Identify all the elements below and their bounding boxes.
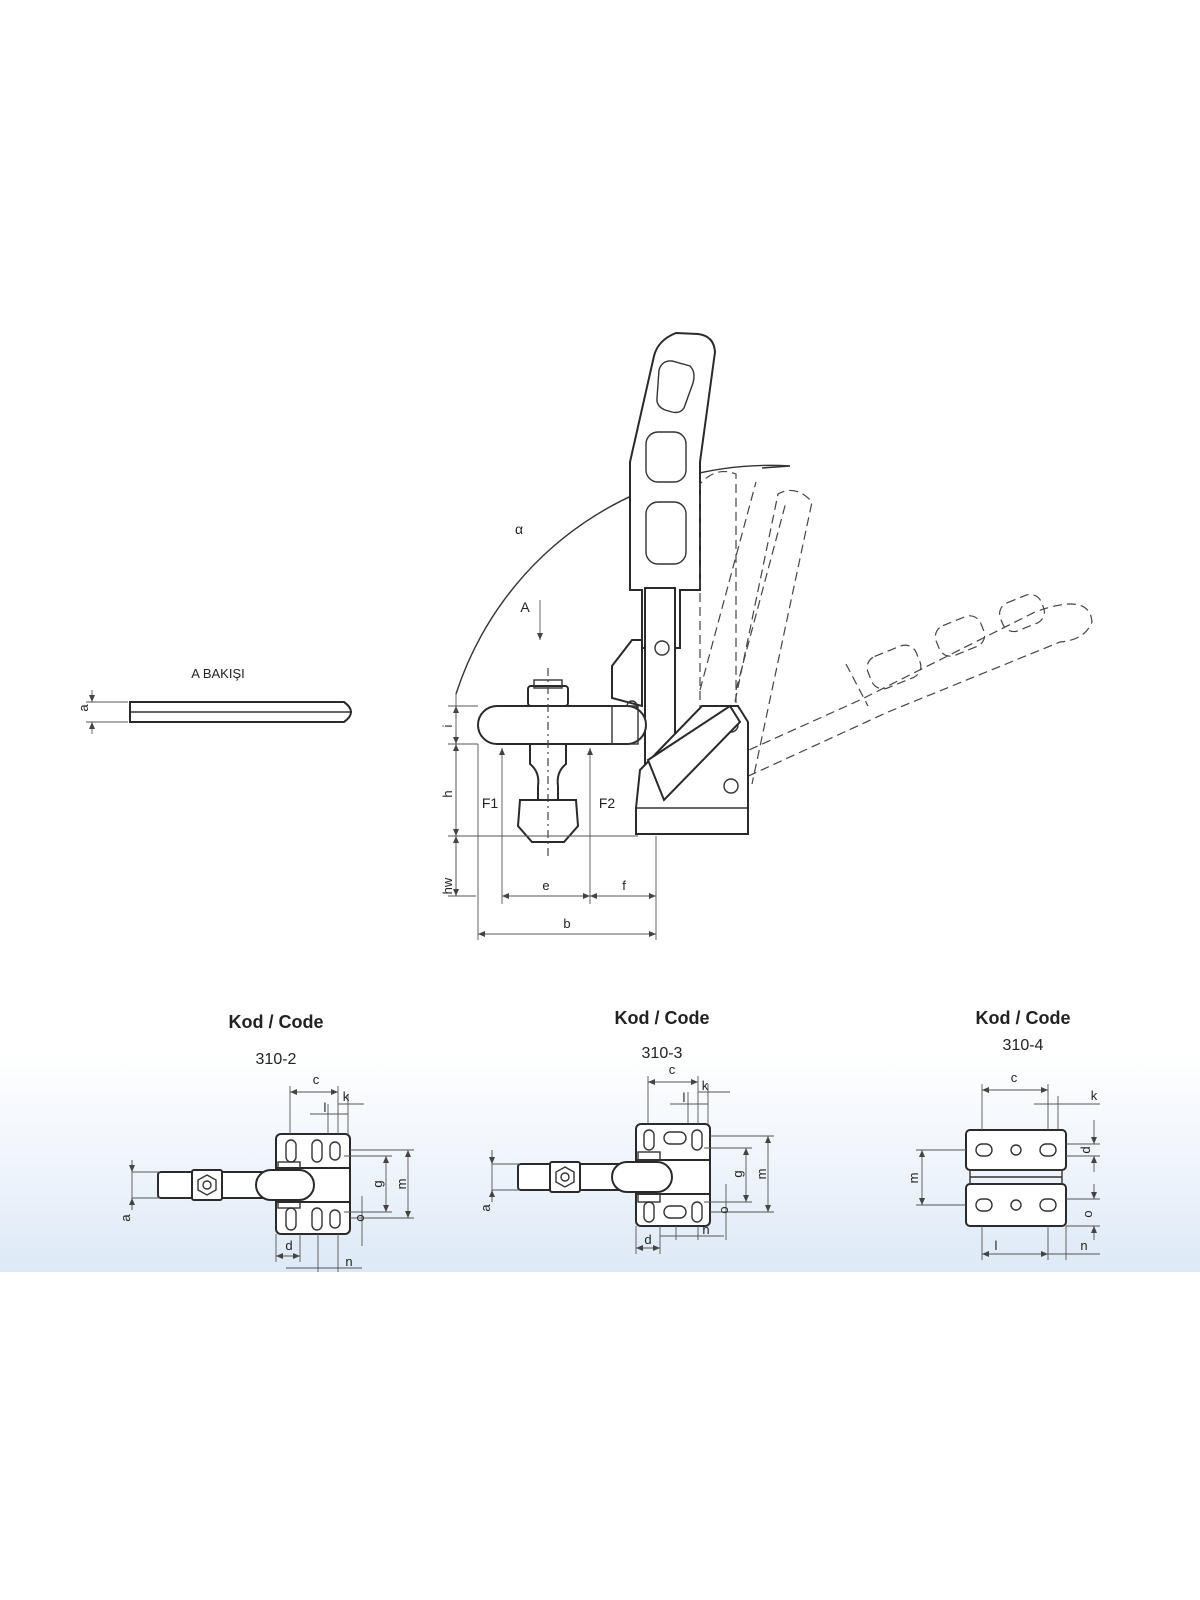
dim-a-label: a [478,1204,493,1212]
dim-g-label: g [730,1170,745,1177]
dim-n-label: n [345,1254,352,1269]
variant-310-2: Kod / Code 310-2 a c k l [118,1012,414,1272]
dim-l-label: l [995,1238,998,1253]
variant-heading: Kod / Code [976,1008,1071,1028]
force-f1-label: F1 [482,795,499,811]
spindle-pad [516,799,580,843]
clamp-bar [477,705,647,745]
dim-d-label: d [1078,1146,1093,1153]
dim-k-label: k [343,1089,350,1104]
dim-m-label: m [906,1173,921,1184]
dim-d-label: d [285,1238,292,1253]
dim-e-label: e [542,878,549,893]
dim-c-label: c [313,1072,320,1087]
dim-o-label: o [352,1214,367,1221]
variant-code: 310-3 [642,1045,683,1062]
dim-o-label: o [716,1206,731,1213]
dim-i-label: i [440,724,455,727]
view-arrow-label: A [520,599,530,615]
dim-c-label: c [669,1062,676,1077]
dim-f-label: f [622,878,626,893]
dim-g-label: g [370,1180,385,1187]
dim-m-label: m [754,1169,769,1180]
dim-m-label: m [394,1179,409,1190]
variant-heading: Kod / Code [615,1008,710,1028]
dim-b-label: b [563,916,570,931]
main-clamp-view: α A [440,331,1093,940]
variant-code: 310-4 [1003,1037,1044,1054]
dim-l-label: l [324,1100,327,1115]
dim-o-label: o [1080,1210,1095,1217]
dim-k-label: k [1091,1088,1098,1103]
dim-a-label: a [76,704,91,712]
force-f2-label: F2 [599,795,616,811]
dim-n-label: n [702,1222,709,1237]
variant-code: 310-2 [256,1051,297,1068]
angle-arc [455,464,791,695]
dim-hw-label: hw [440,877,455,894]
dim-h-label: h [440,790,455,797]
variant-heading: Kod / Code [229,1012,324,1032]
clamp-handle [629,331,717,649]
dim-a-label: a [118,1214,133,1222]
dim-d-label: d [644,1232,651,1247]
dim-n-label: n [1080,1238,1087,1253]
a-view-title: A BAKIŞI [191,666,244,681]
dim-l-label: l [683,1090,686,1105]
angle-label: α [515,521,523,537]
dim-k-label: k [702,1078,709,1093]
variant-310-4: Kod / Code 310-4 c k m d o [906,1008,1100,1260]
a-view: A BAKIŞI a [76,666,352,734]
dim-c-label: c [1011,1070,1018,1085]
variant-310-3: Kod / Code 310-3 a c k l [478,1008,774,1254]
